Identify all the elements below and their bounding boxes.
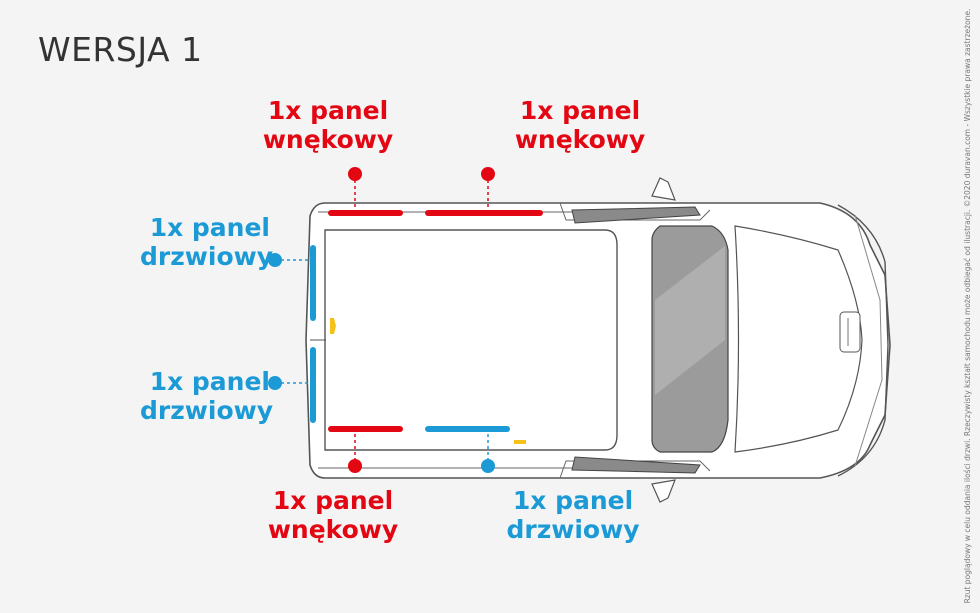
pointer-top-right (481, 167, 495, 208)
label-top-left: 1x panel wnękowy (253, 96, 403, 154)
pointer-bottom-left (348, 434, 362, 473)
label-line2: drzwiowy (140, 396, 274, 425)
mirror-upper (651, 177, 676, 201)
pointer-side-upper (268, 253, 308, 267)
yellow-handle-side (514, 440, 526, 444)
label-line1: 1x panel (272, 486, 394, 515)
label-line2: drzwiowy (506, 515, 640, 544)
pointer-side-lower (268, 376, 308, 390)
cargo-floor (324, 229, 618, 451)
side-window-upper (571, 206, 701, 224)
label-line1: 1x panel (149, 213, 270, 242)
label-side-lower: 1x panel drzwiowy (140, 367, 274, 425)
label-line2: wnękowy (267, 515, 399, 544)
label-line2: drzwiowy (140, 242, 274, 271)
yellow-handle-rear (330, 318, 336, 334)
pointer-bottom-right (481, 434, 495, 473)
side-window-lower (571, 456, 701, 474)
hood (734, 225, 863, 453)
pointer-top-left (348, 167, 362, 208)
label-line1: 1x panel (149, 367, 270, 396)
label-top-right: 1x panel wnękowy (505, 96, 655, 154)
label-line2: wnękowy (262, 125, 394, 154)
label-bottom-left: 1x panel wnękowy (258, 486, 408, 544)
label-bottom-right: 1x panel drzwiowy (493, 486, 653, 544)
label-line2: wnękowy (514, 125, 646, 154)
label-line1: 1x panel (267, 96, 389, 125)
label-side-upper: 1x panel drzwiowy (140, 213, 274, 271)
mirror-lower (651, 479, 676, 503)
page-title: WERSJA 1 (38, 30, 203, 69)
front-bumper (837, 204, 889, 477)
label-line1: 1x panel (519, 96, 641, 125)
label-line1: 1x panel (512, 486, 634, 515)
